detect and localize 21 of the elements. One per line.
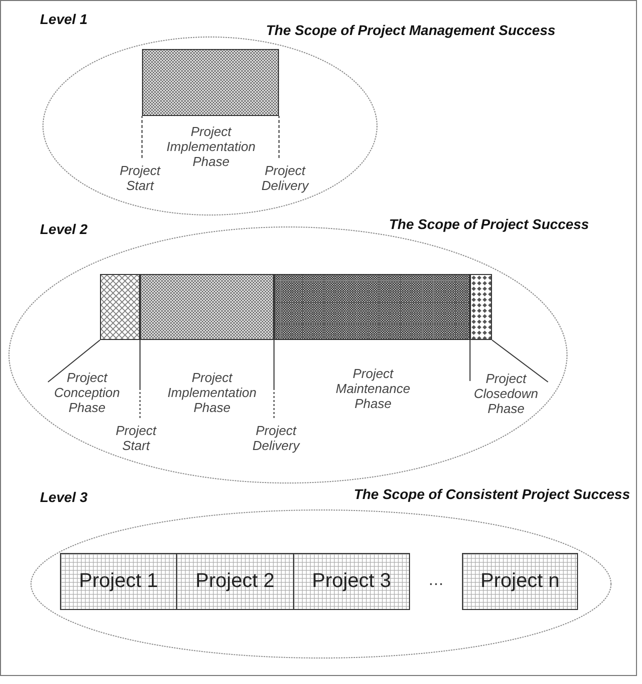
milestone-label: Project Delivery: [254, 158, 316, 193]
project-box: Project 2: [176, 553, 294, 610]
section-title: The Scope of Project Success: [389, 216, 589, 232]
milestone-label: Project Start: [106, 418, 166, 453]
phase-label: Project Conception Phase: [53, 370, 121, 415]
project-box: Project 1: [60, 553, 177, 610]
level-label: Level 3: [40, 489, 88, 505]
leader-line: [278, 116, 280, 158]
milestone-label: Project Delivery: [245, 418, 307, 453]
section-title: The Scope of Project Management Success: [266, 22, 556, 38]
ellipsis-mark: …: [427, 571, 445, 591]
phase-label: Project Implementation Phase: [166, 370, 258, 415]
project-box: Project n: [462, 553, 578, 610]
section-title: The Scope of Consistent Project Success: [354, 486, 630, 502]
hatched-segment: [100, 274, 140, 340]
project-box: Project 3: [293, 553, 410, 610]
level-label: Level 1: [40, 11, 88, 27]
phase-label: Project Maintenance Phase: [334, 366, 412, 411]
hatched-segment: [140, 274, 274, 340]
level-label: Level 2: [40, 221, 88, 237]
phase-label: Project Closedown Phase: [472, 371, 540, 416]
